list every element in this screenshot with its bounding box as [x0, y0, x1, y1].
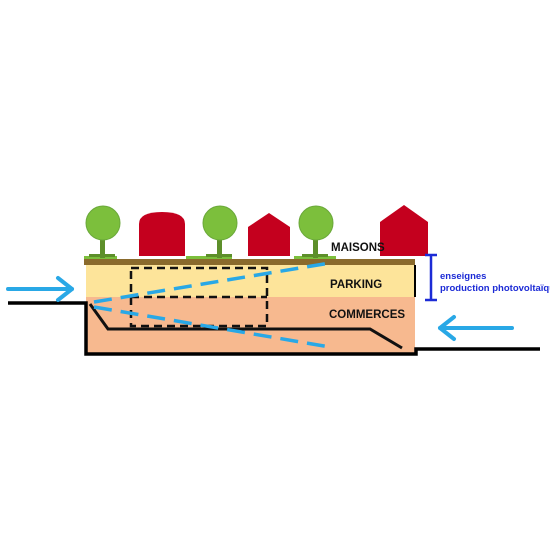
label-parking: PARKING	[330, 279, 382, 291]
label-photovoltaique: production photovoltaïque	[440, 283, 550, 294]
arrow-left-icon	[438, 315, 514, 341]
tree-icon	[202, 205, 238, 258]
ramp-flow-dashed	[93, 261, 331, 349]
arrow-right-icon	[6, 276, 74, 302]
tree-icon	[85, 205, 121, 258]
label-enseignes: enseignes	[440, 271, 486, 282]
ramp-outline	[88, 303, 403, 350]
label-maisons: MAISONS	[331, 242, 385, 254]
facade-bracket	[425, 253, 437, 302]
house-icon	[139, 212, 185, 256]
label-commerces: COMMERCES	[329, 309, 405, 321]
ground-line	[8, 301, 540, 356]
house-icon	[380, 205, 428, 256]
roof-slab	[84, 259, 415, 265]
parking-level	[86, 265, 415, 297]
house-icon	[248, 213, 290, 256]
tree-icon	[298, 205, 334, 258]
